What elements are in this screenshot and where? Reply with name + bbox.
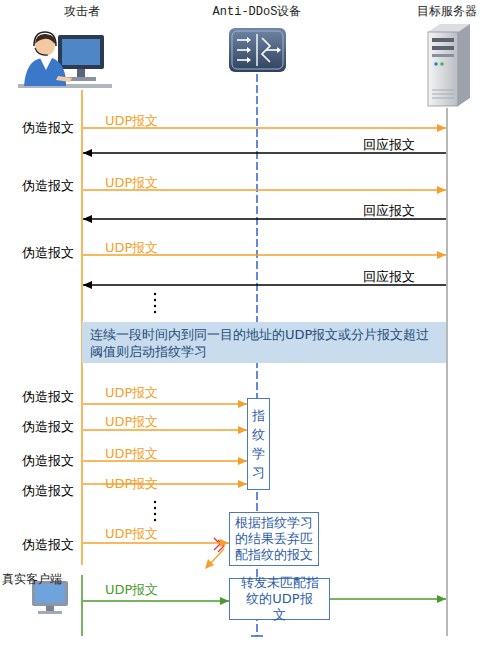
message-label: UDP报文 bbox=[105, 446, 158, 462]
trigger-band: 连续一段时间内到同一目的地址的UDP报文或分片报文超过阈值则启动指纹学习 bbox=[82, 322, 446, 363]
message-label: 回应报文 bbox=[363, 137, 415, 153]
message-side-label: 伪造报文 bbox=[22, 245, 74, 261]
arrow-head bbox=[238, 480, 247, 488]
arrow-line bbox=[83, 284, 446, 285]
message-side-label: 伪造报文 bbox=[22, 483, 74, 499]
arrow-line bbox=[83, 429, 247, 430]
participant-lifeline: 攻击者 bbox=[81, 0, 83, 565]
message-label: 回应报文 bbox=[363, 269, 415, 285]
arrow-head bbox=[83, 149, 92, 157]
message-label: UDP报文 bbox=[105, 414, 158, 430]
arrow-head bbox=[437, 595, 446, 603]
arrow-line bbox=[83, 403, 247, 404]
process-box: 转发未匹配指纹的UDP报文 bbox=[229, 578, 330, 620]
message-label: UDP报文 bbox=[105, 582, 158, 598]
arrow-head bbox=[437, 251, 446, 259]
arrow-head bbox=[83, 281, 92, 289]
participant-lifeline: 目标服务器 bbox=[446, 0, 448, 636]
arrow-head bbox=[437, 124, 446, 132]
message-label: UDP报文 bbox=[105, 476, 158, 492]
message-arrow bbox=[83, 400, 247, 408]
arrow-line bbox=[83, 600, 229, 601]
process-box: 指纹学习 bbox=[247, 398, 270, 490]
arrow-head bbox=[220, 597, 229, 605]
message-label: UDP报文 bbox=[105, 385, 158, 401]
message-arrow bbox=[83, 597, 229, 605]
message-side-label: 伪造报文 bbox=[22, 453, 74, 469]
box-text: 指纹学习 bbox=[252, 406, 266, 482]
arrow-line bbox=[83, 542, 229, 543]
message-arrow bbox=[330, 595, 446, 603]
server-icon bbox=[428, 24, 470, 106]
participant-name: 攻击者 bbox=[42, 3, 122, 20]
message-label: UDP报文 bbox=[105, 113, 158, 129]
message-side-label: 伪造报文 bbox=[22, 537, 74, 553]
arrow-head bbox=[238, 400, 247, 408]
arrow-head bbox=[83, 215, 92, 223]
message-label: UDP报文 bbox=[105, 175, 158, 191]
message-side-label: 伪造报文 bbox=[22, 419, 74, 435]
arrow-line bbox=[83, 152, 446, 153]
arrow-line bbox=[330, 598, 446, 599]
box-text: 转发未匹配指纹的UDP报文 bbox=[240, 575, 319, 623]
participant-lifeline: 真实客户端 bbox=[81, 575, 83, 636]
message-label: UDP报文 bbox=[105, 526, 158, 542]
participant-name: 目标服务器 bbox=[402, 3, 492, 20]
participant-name: Anti-DDoS设备 bbox=[192, 3, 322, 20]
drop-mark bbox=[205, 538, 224, 569]
process-box: 根据指纹学习的结果丢弃匹配指纹的报文 bbox=[229, 512, 319, 566]
box-text: 连续一段时间内到同一目的地址的UDP报文或分片报文超过阈值则启动指纹学习 bbox=[90, 326, 438, 360]
box-text: 根据指纹学习的结果丢弃匹配指纹的报文 bbox=[233, 515, 315, 563]
client-lifeline bbox=[81, 575, 83, 636]
arrow-line bbox=[83, 218, 446, 219]
arrow-head bbox=[220, 539, 229, 547]
arrow-head bbox=[437, 186, 446, 194]
message-side-label: 伪造报文 bbox=[22, 178, 74, 194]
message-side-label: 伪造报文 bbox=[22, 120, 74, 136]
participant-name: 真实客户端 bbox=[2, 571, 76, 588]
message-label: 回应报文 bbox=[363, 203, 415, 219]
device-icon bbox=[229, 28, 286, 72]
message-label: UDP报文 bbox=[105, 240, 158, 256]
lifeline-end bbox=[251, 635, 263, 637]
message-side-label: 伪造报文 bbox=[22, 389, 74, 405]
arrow-head bbox=[238, 457, 247, 465]
arrow-head bbox=[238, 426, 247, 434]
server-lifeline bbox=[446, 108, 447, 636]
attacker-icon bbox=[18, 32, 112, 88]
